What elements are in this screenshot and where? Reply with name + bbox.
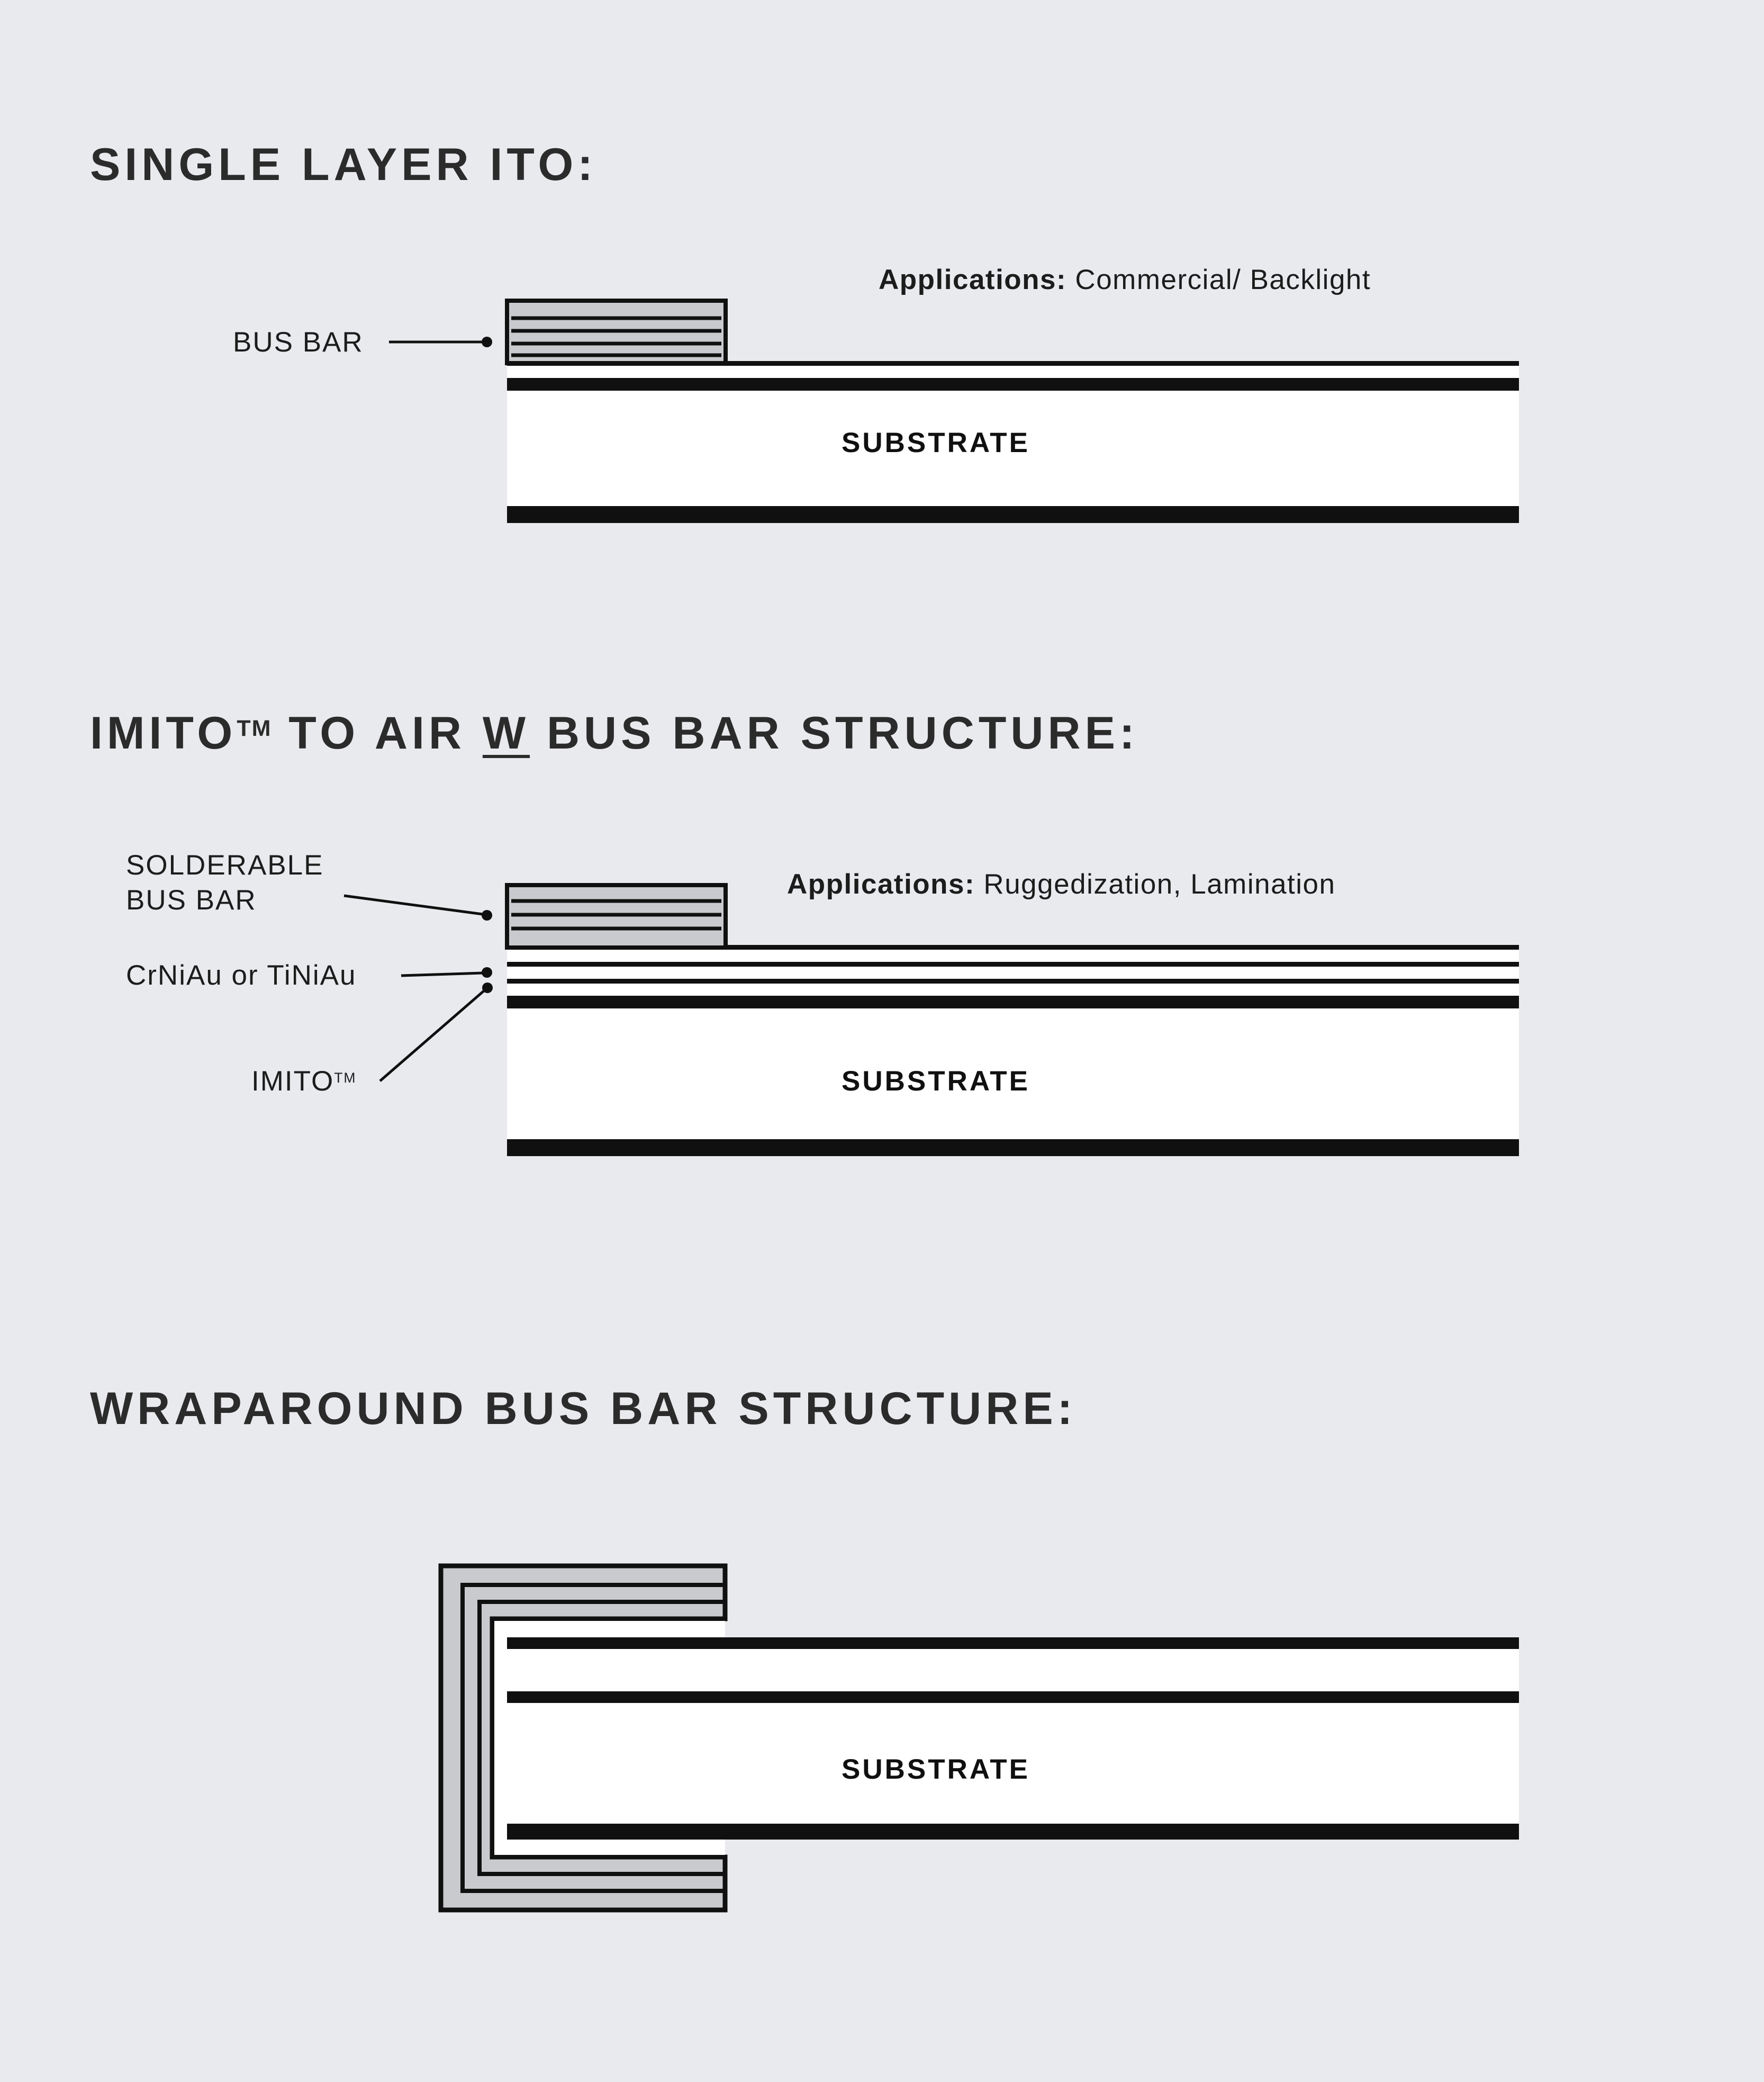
s2-solderable-leader-line (343, 894, 483, 916)
s2-layer-line-3 (507, 979, 1519, 984)
s2-layer-line-1 (507, 945, 1519, 950)
tm-superscript: TM (334, 1070, 357, 1086)
section3-title: WRAPAROUND BUS BAR STRUCTURE: (90, 1383, 1077, 1434)
s2-imito-leader-dot (482, 983, 493, 993)
s2-layer-line-2 (507, 962, 1519, 967)
tm-superscript: TM (237, 716, 272, 742)
s2-solderable-leader-dot (482, 910, 492, 921)
s2-substrate-body (507, 945, 1519, 1156)
s1-bus-bar-leader-dot (482, 337, 492, 347)
s2-crniau-leader-line (401, 971, 483, 977)
section1-applications: Applications: Commercial/ Backlight (879, 264, 1371, 296)
applications-label: Applications: (879, 264, 1067, 295)
section2-title-w: W (482, 708, 530, 759)
s1-substrate-top-border (507, 378, 1519, 391)
applications-value: Commercial/ Backlight (1066, 264, 1371, 295)
s3-wrap-layer-line-2 (477, 1600, 725, 1876)
section1-substrate-label: SUBSTRATE (842, 427, 1030, 458)
imito-label: IMITOTM (251, 1065, 357, 1097)
solderable-line2: BUS BAR (126, 885, 257, 916)
s2-crniau-leader-dot (482, 967, 492, 978)
wraparound-diagram (438, 1563, 1519, 1913)
s2-imito-leader-line (379, 990, 485, 1082)
imito-label-text: IMITO (251, 1066, 334, 1097)
s3-top-layer-line (507, 1637, 1519, 1649)
section1-title: SINGLE LAYER ITO: (90, 139, 597, 190)
section2-title-post: BUS BAR STRUCTURE: (530, 708, 1139, 759)
s2-substrate-bottom-border (507, 1139, 1519, 1156)
s3-substrate-body (507, 1637, 1519, 1840)
s3-wrap-layer-line-1 (460, 1583, 725, 1893)
s1-substrate-bottom-border (507, 506, 1519, 523)
s3-substrate-bottom-border (507, 1824, 1519, 1840)
single-layer-ito-diagram (389, 299, 1519, 523)
solderable-line1: SOLDERABLE (126, 850, 324, 881)
applications-label: Applications: (787, 869, 975, 900)
s3-substrate-top-border (507, 1691, 1519, 1703)
applications-value: Ruggedization, Lamination (975, 869, 1336, 900)
solderable-bus-bar-label: SOLDERABLE BUS BAR (126, 848, 323, 918)
section2-title: IMITOTM TO AIR W BUS BAR STRUCTURE: (90, 707, 1139, 760)
section2-title-mid: TO AIR (272, 708, 483, 759)
bus-bar-label: BUS BAR (233, 327, 364, 358)
s1-ito-layer-line (507, 361, 1519, 366)
crniau-label: CrNiAu or TiNiAu (126, 960, 357, 991)
section3-substrate-label: SUBSTRATE (842, 1754, 1030, 1785)
section2-applications: Applications: Ruggedization, Lamination (787, 868, 1336, 900)
s2-substrate-top-border (507, 996, 1519, 1008)
section2-title-imito: IMITO (90, 708, 237, 759)
imito-to-air-diagram (343, 883, 1519, 1156)
section2-substrate-label: SUBSTRATE (842, 1066, 1030, 1097)
